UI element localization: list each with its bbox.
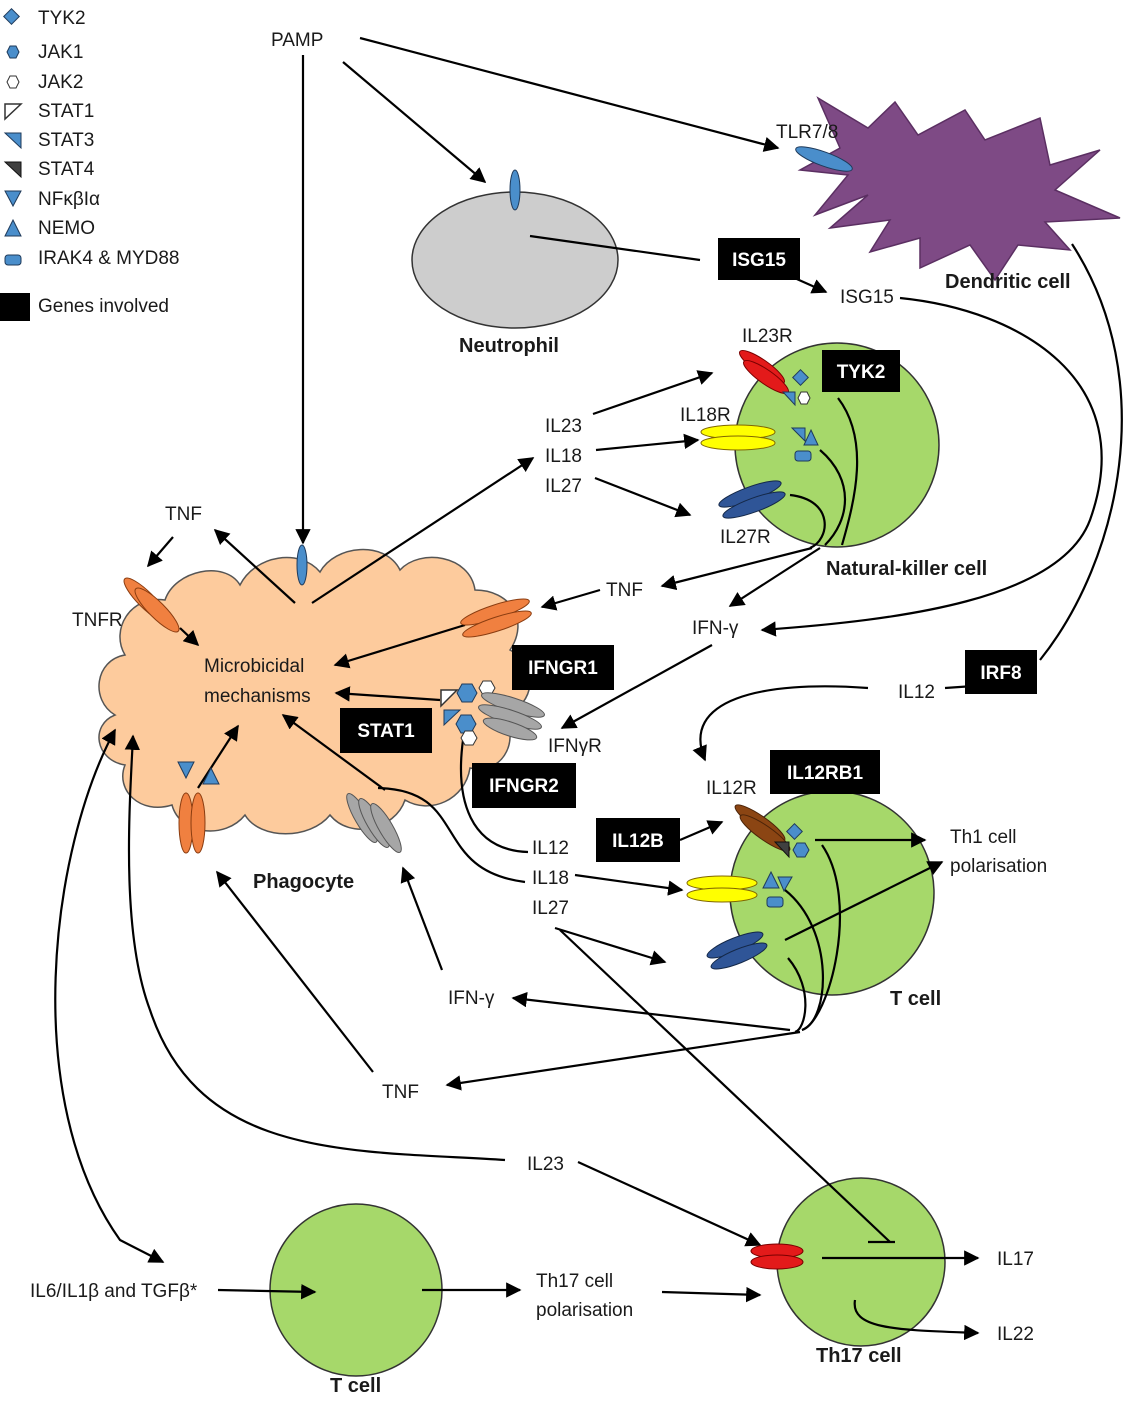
legend-label-stat1: STAT1 [38,101,94,122]
gene-box-irf8 [965,650,1037,694]
gene-ifngr1: IFNGR1 [528,658,598,679]
label-tnf-t: TNF [382,1082,419,1103]
label-il27r: IL27R [720,527,771,548]
label-il18-mid: IL18 [532,868,569,889]
label-il12-mid: IL12 [532,838,569,859]
triangle-blue-icon [3,132,22,150]
gene-box-ifngr1 [512,645,614,690]
labels: PAMP TLR7/8 Dendritic cell ISG15 Neutrop… [30,30,1071,1397]
neutrophil-shape [411,191,619,329]
legend-label-jak1: JAK1 [38,42,83,63]
legend-label-jak2: JAK2 [38,72,83,93]
label-il22: IL22 [997,1324,1034,1345]
label-tnfr: TNFR [72,610,123,631]
legend-label-genes: Genes involved [38,296,169,317]
gene-il12b: IL12B [612,831,664,852]
gene-box-il12b [596,818,680,862]
nk-tyk2-icon [792,369,809,386]
legend-label-nemo: NEMO [38,218,95,239]
label-il18r: IL18R [680,405,731,426]
label-th1-2: polarisation [950,856,1047,877]
label-dendritic-cell: Dendritic cell [945,271,1071,293]
label-il27-mid: IL27 [532,898,569,919]
up-triangle-blue-icon [4,218,22,237]
legend-label-nfkbia: NFκβIα [38,189,100,210]
gene-box-swatch [0,293,30,321]
label-il23r: IL23R [742,326,793,347]
triangle-white-icon [4,103,23,121]
phagocyte-shape [98,548,531,835]
gene-box-il12rb1 [770,750,880,794]
label-ifng-t: IFN-γ [448,988,495,1009]
label-il18-top: IL18 [545,446,582,467]
legend-label-irak4: IRAK4 & MYD88 [38,248,180,269]
gene-irf8: IRF8 [980,663,1021,684]
legend-label-stat3: STAT3 [38,130,94,151]
label-th17pol-2: polarisation [536,1300,633,1321]
label-il6: IL6/IL1β and TGFβ* [30,1281,198,1302]
label-phagocyte: Phagocyte [253,871,354,893]
triangle-dark-icon [3,161,22,179]
label-microbicidal-2: mechanisms [204,686,311,707]
label-th17pol-1: Th17 cell [536,1271,613,1292]
label-il27-top: IL27 [545,476,582,497]
gene-box-ifngr2 [472,763,576,808]
connector-lines [54,36,1123,1341]
rounded-rect-blue-icon [4,254,22,266]
legend: TYK2 JAK1 JAK2 STAT1 STAT3 STAT4 NFκβIα … [0,8,180,321]
receptors [123,146,853,1270]
gene-tyk2: TYK2 [837,362,886,383]
label-pamp: PAMP [271,30,323,51]
neutrophil-receptor-icon [509,169,521,211]
label-t-cell-bottom: T cell [330,1375,381,1397]
label-t-cell-mid: T cell [890,988,941,1010]
label-th1-1: Th1 cell [950,827,1017,848]
t-cell-bottom-shape [269,1203,443,1377]
label-th17-cell: Th17 cell [816,1345,902,1367]
gene-stat1: STAT1 [357,721,415,742]
hexagon-blue-icon [6,45,20,59]
gene-box-isg15 [718,238,800,280]
diamond-icon [3,8,20,25]
label-tnf-top: TNF [165,504,202,525]
gene-box-stat1 [340,708,432,753]
legend-label-tyk2: TYK2 [38,8,86,29]
label-ifng-nk: IFN-γ [692,618,739,639]
label-microbicidal-1: Microbicidal [204,656,304,677]
gene-box-tyk2 [822,350,900,392]
label-neutrophil: Neutrophil [459,335,559,357]
gene-isg15: ISG15 [732,250,786,271]
gene-ifngr2: IFNGR2 [489,776,559,797]
label-il12r: IL12R [706,778,757,799]
gene-il12rb1: IL12RB1 [787,763,863,784]
legend-label-stat4: STAT4 [38,159,95,180]
label-il23-bottom: IL23 [527,1154,564,1175]
dendritic-cell-shape [797,96,1121,282]
label-il23-top: IL23 [545,416,582,437]
gene-boxes: ISG15 TYK2 IFNGR1 STAT1 IFNGR2 IRF8 IL12… [340,238,1037,862]
tlr78-receptor-icon [795,146,853,172]
hexagon-white-icon [6,75,20,89]
phagocyte-pamp-receptor-icon [296,544,308,586]
down-triangle-blue-icon [4,190,22,208]
label-tnf-nk: TNF [606,580,643,601]
label-ifngr: IFNγR [548,736,602,757]
label-nk-cell: Natural-killer cell [826,558,987,580]
label-tlr78: TLR7/8 [776,122,838,143]
label-il17: IL17 [997,1249,1034,1270]
label-il12-right: IL12 [898,682,935,703]
label-isg15: ISG15 [840,287,894,308]
